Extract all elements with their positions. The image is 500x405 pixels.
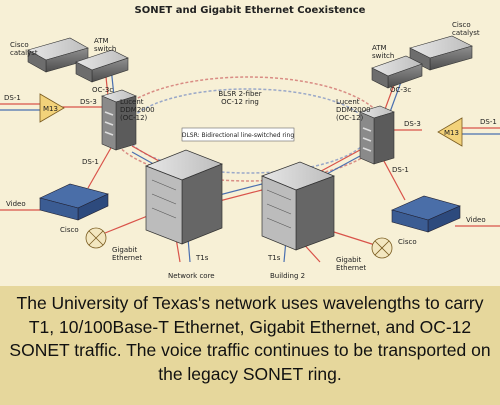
callout-box <box>181 127 295 142</box>
video-right-label: Video <box>466 216 486 224</box>
m13-amplifier-right <box>437 117 463 147</box>
atm-switch-right <box>371 55 423 89</box>
network-diagram: SONET and Gigabit Ethernet Coexistence <box>0 5 500 280</box>
ds1-left-low-label: DS-1 <box>82 158 99 166</box>
ds3-left-label: DS-3 <box>80 98 97 106</box>
oc3c-left-label: OC-3c <box>92 86 113 94</box>
labels: Cisco catalyst ATM switch Cisco catalyst… <box>4 21 497 280</box>
m13-right-label: M13 <box>444 129 459 137</box>
atm-right-label-2: switch <box>372 52 394 60</box>
ds3-right-label: DS-3 <box>404 120 421 128</box>
diagram-title: SONET and Gigabit Ethernet Coexistence <box>135 5 366 16</box>
m13-left-label: M13 <box>43 105 58 113</box>
t1s-left-label: T1s <box>195 254 209 262</box>
t1s-right-label: T1s <box>267 254 281 262</box>
lucent-left-label-3: (OC-12) <box>120 114 148 122</box>
cisco-phone-icon-left <box>85 227 107 249</box>
ring-label-2: OC-12 ring <box>221 98 259 106</box>
lucent-right-label-2: DDM2000 <box>336 106 371 114</box>
gige-left-label-2: Ethernet <box>112 254 142 262</box>
cisco-right-label-2: catalyst <box>452 29 480 37</box>
cisco-phone-left-label: Cisco <box>60 226 79 234</box>
ds1-left-top-label: DS-1 <box>4 94 21 102</box>
cisco-catalyst-right <box>409 35 473 71</box>
cisco-right-label-1: Cisco <box>452 21 471 29</box>
ring-label-1: BLSR 2-fiber <box>218 90 261 98</box>
video-unit-right <box>391 195 461 233</box>
link-left-t1s <box>187 237 191 263</box>
lucent-left-label-1: Lucent <box>120 98 144 106</box>
cisco-phone-right-label: Cisco <box>398 238 417 246</box>
lucent-ddm2000-left <box>101 89 137 151</box>
video-unit-left <box>39 183 109 221</box>
cisco-left-label-2: catalyst <box>10 49 38 57</box>
m13-amplifier-left <box>39 93 65 123</box>
link-left-video <box>87 145 113 189</box>
oc3c-right-label: OC-3c <box>390 86 411 94</box>
link-left-phone <box>104 214 151 234</box>
atm-left-label-1: ATM <box>94 37 109 45</box>
lucent-right-label-3: (OC-12) <box>336 114 364 122</box>
building-2-label: Building 2 <box>270 272 305 280</box>
cisco-catalyst-left <box>27 37 89 73</box>
gige-right-label-2: Ethernet <box>336 264 366 272</box>
building-2-cabinet <box>261 161 335 251</box>
callout-text: DLSR: Bidirectional line-switched ring <box>182 132 295 139</box>
cisco-left-label-1: Cisco <box>10 41 29 49</box>
lucent-right-label-1: Lucent <box>336 98 360 106</box>
atm-right-label-1: ATM <box>372 44 387 52</box>
network-core-cabinet <box>145 149 223 245</box>
video-left-label: Video <box>6 200 26 208</box>
atm-left-label-2: switch <box>94 45 116 53</box>
ds1-right-top-label: DS-1 <box>480 118 497 126</box>
link-right-atm-b <box>389 81 402 113</box>
atm-switch-left <box>75 49 129 83</box>
lucent-ddm2000-right <box>359 105 395 165</box>
gige-left-label-1: Gigabit <box>112 246 137 254</box>
lucent-left-label-2: DDM2000 <box>120 106 155 114</box>
ds1-right-low-label: DS-1 <box>392 166 409 174</box>
link-right-atm <box>383 81 396 113</box>
caption: The University of Texas's network uses w… <box>0 286 500 405</box>
network-core-label: Network core <box>168 272 215 280</box>
cisco-phone-icon-right <box>371 237 393 259</box>
gige-right-label-1: Gigabit <box>336 256 361 264</box>
